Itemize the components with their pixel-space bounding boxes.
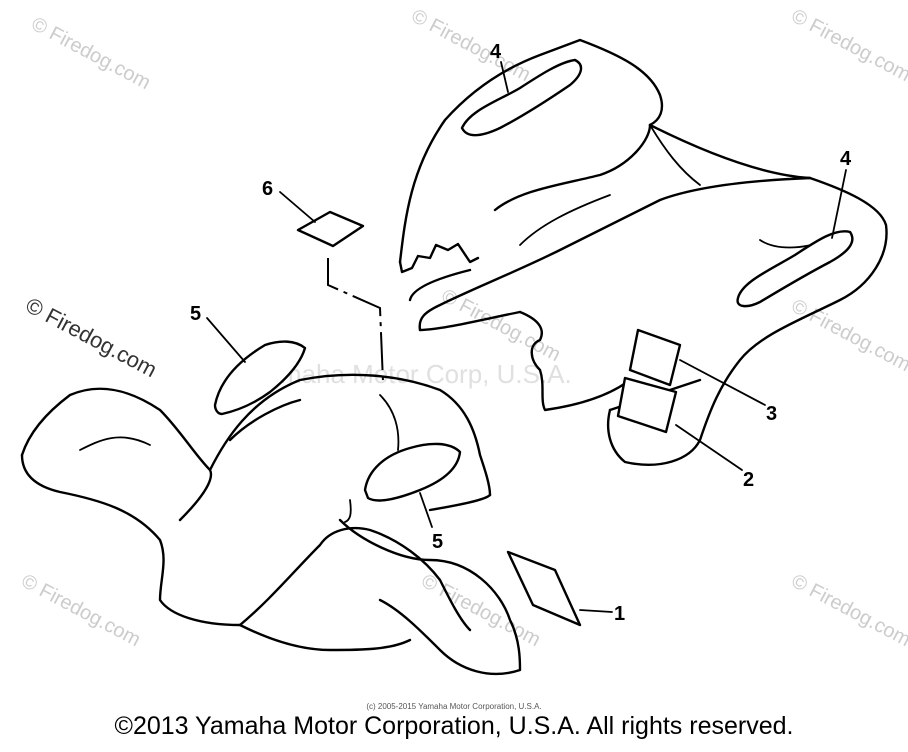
decal-6 [296,210,365,248]
decal-4-left [460,58,583,137]
callout-5-upper: 5 [190,303,201,325]
callout-5-lower: 5 [432,531,443,553]
watermark-bottom-right: © Firedog.com [788,570,908,651]
rear-fender [398,38,888,466]
callout-4-right: 4 [840,148,852,170]
callout-2: 2 [743,469,754,491]
front-fender [20,210,582,676]
watermark-top-left: © Firedog.com [28,13,154,94]
decal-6-guide-line [327,258,384,383]
small-copyright: (c) 2005-2015 Yamaha Motor Corporation, … [366,702,542,711]
callouts: 4 4 6 5 5 3 2 1 [190,41,852,625]
watermark-top-right: © Firedog.com [788,5,908,86]
decal-3 [628,328,682,387]
decal-1 [506,550,582,627]
decal-5-upper [213,340,307,416]
watermark-mid-right: © Firedog.com [788,295,908,376]
decal-4-right [736,230,854,308]
leader-lines [206,61,847,613]
watermark-bottom-left: © Firedog.com [18,570,144,651]
callout-1: 1 [614,603,625,625]
callout-6: 6 [262,178,273,200]
watermark-center: Yamaha Motor Corp, U.S.A. [250,359,572,389]
decal-2 [616,376,678,434]
callout-4-left: 4 [490,41,502,63]
footer-copyright: ©2013 Yamaha Motor Corporation, U.S.A. A… [114,712,794,740]
callout-3: 3 [766,403,777,425]
decal-5-lower [363,442,462,502]
watermark-top-center: © Firedog.com [408,5,534,86]
watermark-left-dark: © Firedog.com [22,292,161,382]
